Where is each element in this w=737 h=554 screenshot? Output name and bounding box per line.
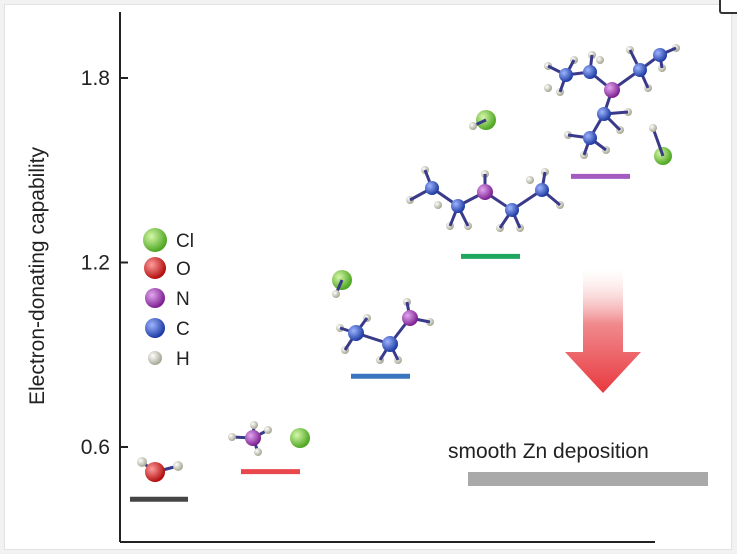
atom-c bbox=[653, 48, 667, 62]
atom-n bbox=[402, 310, 418, 326]
atom-h bbox=[137, 457, 147, 467]
atom-h bbox=[544, 84, 552, 92]
atom-c bbox=[633, 63, 647, 77]
legend-swatch-o bbox=[144, 257, 166, 279]
down-arrow-icon bbox=[565, 267, 641, 393]
atom-h bbox=[228, 433, 236, 441]
atom-c bbox=[425, 181, 439, 195]
atom-n bbox=[245, 430, 261, 446]
bond bbox=[651, 127, 665, 157]
legend-label: Cl bbox=[176, 231, 194, 252]
atom-cl bbox=[290, 428, 310, 448]
legend-swatch-cl bbox=[143, 228, 167, 252]
legend-label: H bbox=[176, 349, 190, 370]
atom-h bbox=[434, 201, 442, 209]
atom-h bbox=[264, 426, 272, 434]
atom-n bbox=[604, 82, 620, 98]
atom-c bbox=[505, 203, 519, 217]
energy-levels bbox=[130, 173, 630, 502]
atom-h bbox=[332, 290, 340, 298]
atom-c bbox=[382, 336, 398, 352]
atom-c bbox=[583, 65, 597, 79]
annotation-label: smooth Zn deposition bbox=[448, 440, 649, 463]
y-tick-label: 1.8 bbox=[81, 67, 110, 90]
atom-h bbox=[596, 56, 604, 64]
expand-icon[interactable] bbox=[719, 0, 737, 14]
y-axis-title: Electron-donating capability bbox=[26, 147, 49, 405]
atom-h bbox=[254, 448, 262, 456]
legend-swatch-n bbox=[145, 288, 165, 308]
atom-n bbox=[477, 184, 493, 200]
y-tick-label: 1.2 bbox=[81, 252, 110, 275]
legend-swatch-h bbox=[148, 351, 162, 365]
atom-o bbox=[145, 462, 165, 482]
y-ticks: 0.6 1.2 1.8 bbox=[81, 67, 128, 459]
molecules bbox=[137, 44, 680, 482]
atom-c bbox=[535, 183, 549, 197]
atom-h bbox=[250, 421, 258, 429]
legend-swatch-c bbox=[145, 318, 165, 338]
legend-label: N bbox=[176, 289, 190, 310]
deposition-bar bbox=[468, 472, 708, 486]
atom-c bbox=[597, 107, 611, 121]
atom-h bbox=[173, 461, 183, 471]
legend-label: O bbox=[176, 259, 191, 280]
atom-c bbox=[348, 325, 364, 341]
legend-label: C bbox=[176, 319, 190, 340]
y-tick-label: 0.6 bbox=[81, 436, 110, 459]
atom-h bbox=[649, 124, 657, 132]
atom-h bbox=[526, 176, 534, 184]
atom-c bbox=[583, 131, 597, 145]
atom-c bbox=[451, 199, 465, 213]
atom-c bbox=[559, 68, 573, 82]
atom-h bbox=[469, 122, 477, 130]
